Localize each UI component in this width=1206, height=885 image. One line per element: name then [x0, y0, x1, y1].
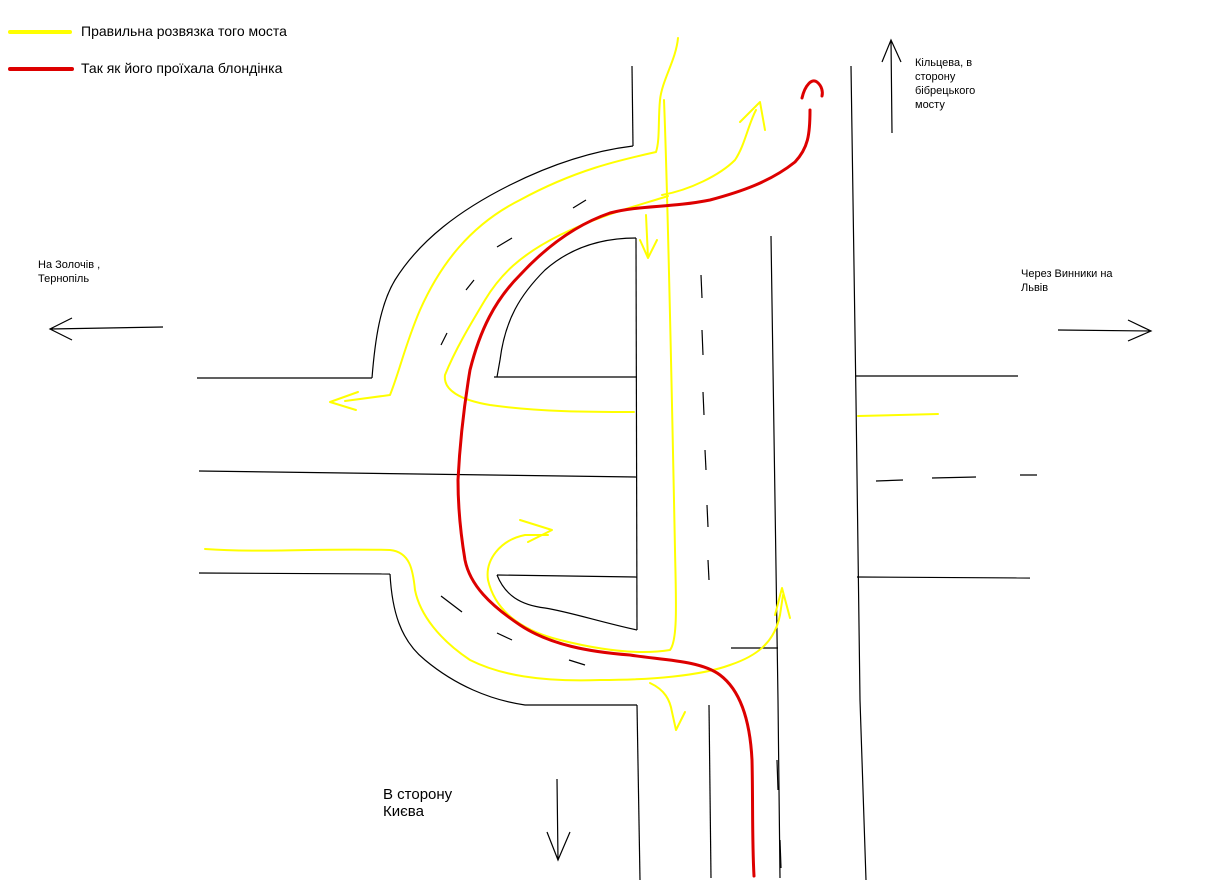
main-road-lane-line-bottom — [708, 704, 712, 879]
label-west-destination: На Золочів , Тернопіль — [38, 258, 100, 286]
ramp-dash-3 — [465, 279, 475, 291]
blonde-path — [456, 108, 812, 878]
ramp-dash-6 — [496, 632, 513, 641]
dash-3 — [702, 391, 705, 416]
dash-6 — [707, 559, 710, 581]
ramp-dash-4 — [440, 332, 448, 346]
dash-7 — [776, 759, 779, 791]
dash-2 — [701, 329, 704, 356]
dash-1 — [700, 274, 703, 299]
dash-9 — [875, 479, 904, 482]
arrow-west — [48, 317, 164, 341]
blonde-arrow-head — [800, 79, 824, 100]
label-north-destination: Кільцева, в сторону бібрецького мосту — [915, 56, 975, 112]
correct-path-west-entry — [204, 548, 784, 682]
label-north-line3: бібрецького — [915, 85, 976, 97]
arrow-north — [881, 38, 902, 134]
dash-5 — [706, 504, 709, 528]
ramp-dash-5 — [440, 595, 463, 613]
main-road-left-edge-mid — [635, 237, 638, 631]
nw-loop-inner — [496, 237, 637, 378]
arrow-south — [546, 778, 571, 862]
correct-path-north-to-west — [344, 37, 679, 402]
legend-correct-label: Правильна розвязка того моста — [81, 23, 287, 39]
label-south-line2: Києва — [383, 803, 424, 820]
road-outlines — [197, 65, 1031, 881]
sw-loop-inner — [496, 574, 638, 631]
correct-arrow-west — [329, 391, 359, 411]
correct-path-to-ne — [661, 109, 757, 196]
main-road-left-edge-bottom — [636, 704, 641, 881]
blonde-route — [456, 79, 824, 878]
east-road-bottom-edge — [856, 576, 1031, 579]
correct-path-southbound — [486, 99, 677, 653]
ramp-dash-2 — [496, 237, 513, 248]
direction-arrows — [48, 38, 1153, 862]
correct-arrow-up-bottom — [774, 587, 791, 619]
main-road-lane-line-right — [770, 235, 781, 879]
west-road-bottom-edge — [198, 572, 391, 575]
correct-down-arrow — [639, 214, 658, 259]
dashed-markings — [440, 199, 1037, 869]
nw-loop-outer — [371, 145, 634, 379]
label-east-line1: Через Винники на — [1021, 268, 1113, 280]
correct-path-south-branch — [649, 682, 686, 731]
main-road-left-edge-top — [631, 65, 634, 147]
arrow-east — [1057, 319, 1153, 342]
label-south-line1: В сторону — [383, 786, 453, 803]
dash-8 — [779, 839, 782, 869]
west-road-centre-line — [198, 470, 638, 478]
label-east-destination: Через Винники на Львів — [1021, 267, 1113, 295]
label-north-line1: Кільцева, в — [915, 57, 973, 69]
correct-path-east-exit — [857, 413, 939, 417]
label-north-line2: сторону — [915, 71, 956, 83]
dash-4 — [704, 449, 707, 471]
legend-blonde-label: Так як його проїхала блондінка — [81, 60, 283, 76]
label-north-line4: мосту — [915, 99, 945, 111]
dash-10 — [931, 476, 977, 479]
ramp-dash-7 — [568, 659, 586, 666]
ramp-dash-1 — [572, 199, 587, 209]
main-road-right-edge — [850, 65, 867, 881]
label-west-line2: Тернопіль — [38, 273, 90, 285]
label-east-line2: Львів — [1021, 282, 1049, 294]
correct-arrow-uturn — [519, 519, 553, 543]
sw-loop-outer — [389, 573, 637, 706]
correct-arrow-ne — [739, 101, 766, 131]
legend-swatches — [8, 30, 74, 71]
label-south-destination: В сторону Києва — [383, 786, 452, 820]
correct-route — [204, 37, 939, 731]
label-west-line1: На Золочів , — [38, 259, 101, 271]
west-road-inner-bottom — [496, 574, 638, 578]
